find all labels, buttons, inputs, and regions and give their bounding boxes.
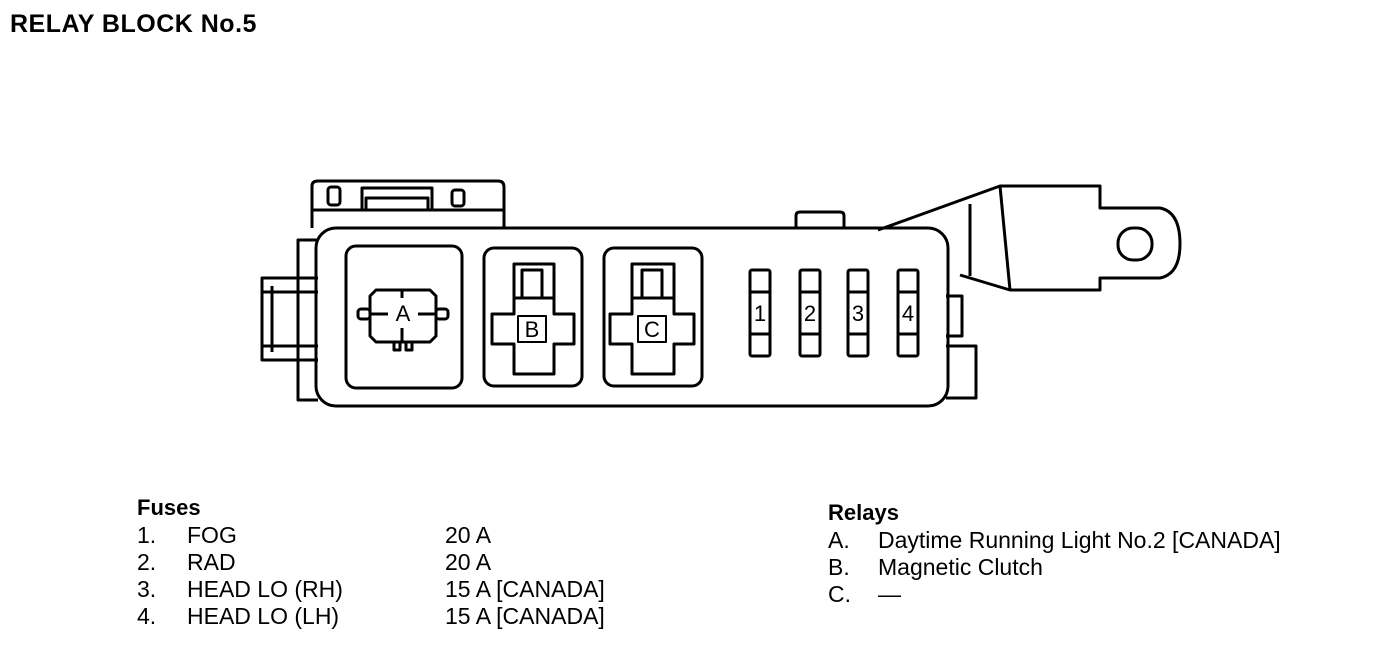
relay-b-label: B xyxy=(525,317,540,342)
right-tabs xyxy=(946,294,978,400)
fuses-heading: Fuses xyxy=(137,495,201,520)
fuse-number: 3. xyxy=(137,576,157,602)
page-title: RELAY BLOCK No.5 xyxy=(10,10,257,38)
relay-c-label: C xyxy=(644,317,660,342)
top-bracket xyxy=(310,179,506,228)
relay-name: Daytime Running Light No.2 [CANADA] xyxy=(878,527,1281,553)
fuse-4-label: 4 xyxy=(902,301,914,326)
relay-block-body xyxy=(314,226,950,408)
fuse-1 xyxy=(748,268,772,358)
relays-heading: Relays xyxy=(828,500,899,525)
fuse-name: RAD xyxy=(187,549,236,575)
fuse-rating: 20 A xyxy=(445,522,492,548)
fuse-rating: 15 A [CANADA] xyxy=(445,576,605,602)
fuse-1-label: 1 xyxy=(754,301,766,326)
fuse-number: 4. xyxy=(137,603,157,629)
fuse-name: FOG xyxy=(187,522,237,548)
fuse-number: 2. xyxy=(137,549,157,575)
fuse-2 xyxy=(798,268,822,358)
fuse-rating: 15 A [CANADA] xyxy=(445,603,605,629)
relay-a-label: A xyxy=(396,301,411,326)
fuse-number: 1. xyxy=(137,522,157,548)
relay-name: Magnetic Clutch xyxy=(878,554,1043,580)
relay-letter: A. xyxy=(828,527,850,553)
relay-name: — xyxy=(878,581,901,607)
fuse-4 xyxy=(896,268,920,358)
fuse-3 xyxy=(846,268,870,358)
fuse-2-label: 2 xyxy=(804,301,816,326)
mounting-ear xyxy=(877,184,1182,292)
fuse-3-label: 3 xyxy=(852,301,864,326)
relay-b-socket xyxy=(482,246,584,388)
relay-a-socket xyxy=(344,244,464,390)
fuse-name: HEAD LO (RH) xyxy=(187,576,343,602)
relay-c-socket xyxy=(602,246,704,388)
relay-letter: B. xyxy=(828,554,850,580)
fuse-rating: 20 A xyxy=(445,549,492,575)
left-clip xyxy=(260,238,318,402)
relay-letter: C. xyxy=(828,581,851,607)
fuse-name: HEAD LO (LH) xyxy=(187,603,340,629)
top-tab xyxy=(794,210,846,228)
